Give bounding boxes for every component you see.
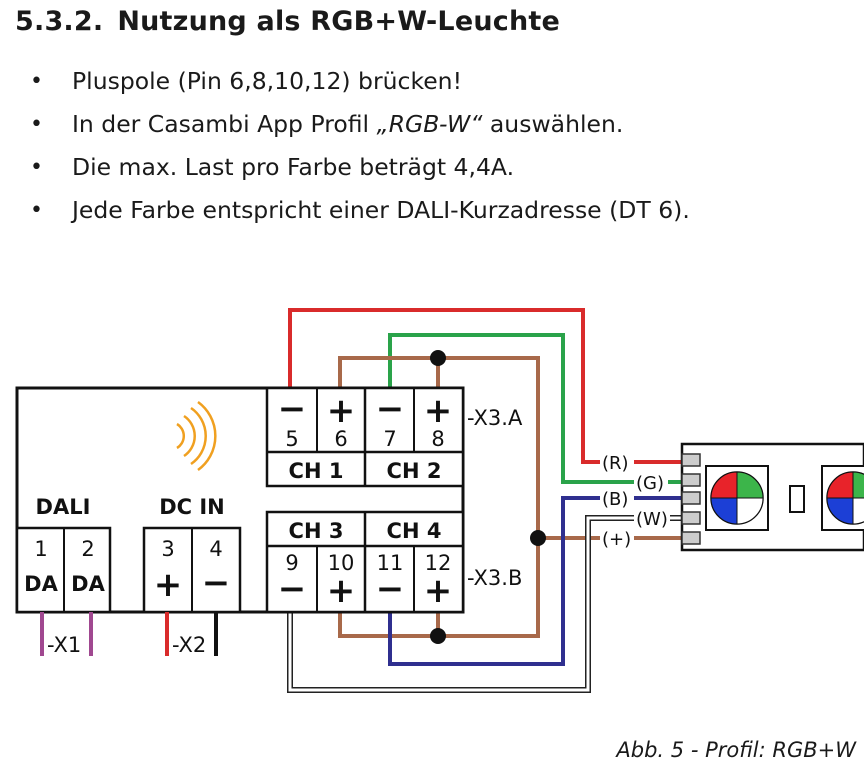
bullet-text: In der Casambi App Profil	[72, 110, 377, 138]
pin-2-number: 2	[81, 537, 94, 561]
pin-8-number: 8	[431, 427, 444, 451]
green-wire	[388, 333, 682, 484]
pin-12-number: 12	[425, 551, 452, 575]
section-title: Nutzung als RGB+W-Leuchte	[117, 6, 561, 37]
bullet-icon: •	[30, 112, 43, 137]
bullet-text: Pluspole (Pin 6,8,10,12) brücken!	[72, 67, 462, 95]
pin-7-minus: −	[376, 389, 405, 429]
list-item: • Pluspole (Pin 6,8,10,12) brücken!	[30, 60, 690, 103]
ch4-label: CH 4	[387, 519, 442, 543]
ch3-label: CH 3	[289, 519, 344, 543]
pin-4-number: 4	[209, 537, 222, 561]
bullet-text: Jede Farbe entspricht einer DALI-Kurzadr…	[72, 196, 690, 224]
profile-name: „RGB-W“	[376, 110, 483, 138]
list-item: • In der Casambi App Profil „RGB-W“ auswä…	[30, 103, 690, 146]
ch1-label: CH 1	[289, 459, 344, 483]
pin-8-plus: +	[424, 391, 453, 431]
pin-12-plus: +	[424, 571, 453, 611]
pin-11-number: 11	[377, 551, 404, 575]
pin-11-minus: −	[376, 569, 405, 609]
x2-label: -X2	[172, 633, 206, 657]
pin-10-plus: +	[327, 571, 356, 611]
wire-w-label: (W)	[636, 509, 668, 530]
pin-5-minus: −	[278, 389, 307, 429]
pin-1-da: DA	[24, 572, 58, 596]
bullet-text-end: auswählen.	[482, 110, 624, 138]
pin-9-number: 9	[285, 551, 298, 575]
pin-2-da: DA	[71, 572, 105, 596]
list-item: • Die max. Last pro Farbe beträgt 4,4A.	[30, 146, 690, 189]
white-wire	[288, 516, 682, 692]
wire-plus-label: (+)	[602, 529, 631, 550]
x1-label: -X1	[47, 633, 81, 657]
dc-in-label: DC IN	[159, 495, 225, 519]
section-number: 5.3.2.	[15, 6, 104, 37]
wire-g-label: (G)	[636, 473, 664, 494]
wire-r-label: (R)	[602, 453, 629, 474]
junction-dot	[430, 350, 446, 366]
wireless-icon	[176, 400, 217, 472]
figure-caption: Abb. 5 - Profil: RGB+W	[616, 738, 856, 762]
pin-4-minus: −	[202, 563, 231, 603]
instruction-list: • Pluspole (Pin 6,8,10,12) brücken! • In d…	[30, 60, 690, 232]
x3a-label: -X3.A	[467, 406, 523, 430]
wire-b-label: (B)	[602, 489, 628, 510]
junction-dot	[430, 628, 446, 644]
pin-3-plus: +	[154, 565, 183, 605]
bullet-icon: •	[30, 198, 43, 223]
list-item: • Jede Farbe entspricht einer DALI-Kurzad…	[30, 189, 690, 232]
pin-1-number: 1	[34, 537, 47, 561]
dali-label: DALI	[36, 495, 91, 519]
pin-6-plus: +	[327, 391, 356, 431]
bullet-icon: •	[30, 155, 43, 180]
section-heading: 5.3.2. Nutzung als RGB+W-Leuchte	[15, 6, 560, 37]
x3b-label: -X3.B	[467, 566, 522, 590]
pin-6-number: 6	[334, 427, 347, 451]
bullet-icon: •	[30, 69, 43, 94]
pin-10-number: 10	[328, 551, 355, 575]
resistor	[789, 485, 805, 513]
led-strip	[680, 442, 864, 552]
bullet-text: Die max. Last pro Farbe beträgt 4,4A.	[72, 153, 515, 181]
pin-3-number: 3	[161, 537, 174, 561]
pin-7-number: 7	[383, 427, 396, 451]
ch2-label: CH 2	[387, 459, 442, 483]
junction-dot	[530, 530, 546, 546]
pin-5-number: 5	[285, 427, 298, 451]
pin-9-minus: −	[278, 569, 307, 609]
